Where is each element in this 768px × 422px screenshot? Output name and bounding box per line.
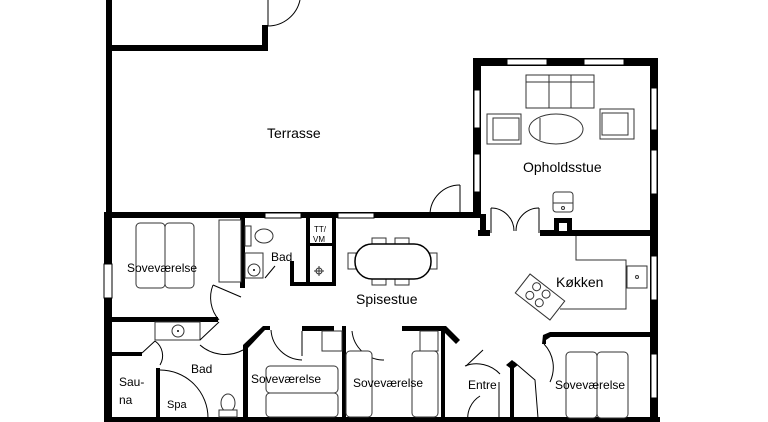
- terrace-door: [420, 184, 480, 218]
- label-spa: Spa: [167, 399, 187, 411]
- bed-1b: [164, 222, 195, 289]
- kitchen-sink: [626, 265, 648, 289]
- label-sauna-1: Sau-: [119, 375, 144, 389]
- dining-table: [347, 237, 438, 286]
- bed-4b: [596, 351, 629, 419]
- kitchen-island: [514, 273, 566, 321]
- bedroom-4: [565, 351, 629, 419]
- label-sovevaerelse-3: Soveværelse: [353, 376, 423, 390]
- bed-2b: [265, 392, 339, 418]
- door-swing-annex: [267, 0, 301, 27]
- label-opholdsstue: Opholdsstue: [523, 159, 602, 175]
- label-kokken: Køkken: [556, 274, 603, 290]
- bathroom-1: [240, 218, 336, 288]
- label-sovevaerelse-4: Soveværelse: [555, 378, 625, 392]
- label-vm: VM: [313, 235, 325, 244]
- bedroom-3: [345, 350, 439, 418]
- bathroom-2: [106, 321, 248, 420]
- entry: [464, 349, 539, 422]
- bedroom-2: [265, 365, 339, 418]
- label-sovevaerelse-1: Soveværelse: [127, 261, 197, 275]
- label-bad-2: Bad: [191, 362, 212, 376]
- windows: [103, 58, 658, 399]
- kitchen: [514, 236, 658, 383]
- label-sauna-2: na: [119, 393, 133, 407]
- corridor-walls: [243, 326, 460, 420]
- toilet: [254, 228, 274, 244]
- room-labels: Terrasse Opholdsstue Spisestue Køkken Ba…: [119, 125, 625, 411]
- bed-3b: [411, 350, 439, 418]
- bedroom-1: [106, 219, 242, 322]
- sink-bad-1: [244, 252, 264, 279]
- upper-annex: [106, 0, 301, 215]
- wardrobe-1: [218, 219, 242, 283]
- label-spisestue: Spisestue: [356, 291, 418, 307]
- bed-1a: [135, 222, 166, 289]
- toilet-2: [220, 393, 236, 413]
- sofa: [525, 74, 595, 109]
- bed-3a: [345, 350, 373, 418]
- label-sovevaerelse-2: Soveværelse: [251, 372, 321, 386]
- label-terrasse: Terrasse: [267, 125, 321, 141]
- label-tt: TT/: [314, 225, 327, 234]
- fireplace: [552, 191, 574, 213]
- label-bad-1: Bad: [271, 250, 292, 264]
- living-furniture: [486, 74, 635, 234]
- coffee-table: [528, 113, 584, 145]
- living-double-door: [490, 207, 540, 233]
- label-entre: Entre: [468, 378, 497, 392]
